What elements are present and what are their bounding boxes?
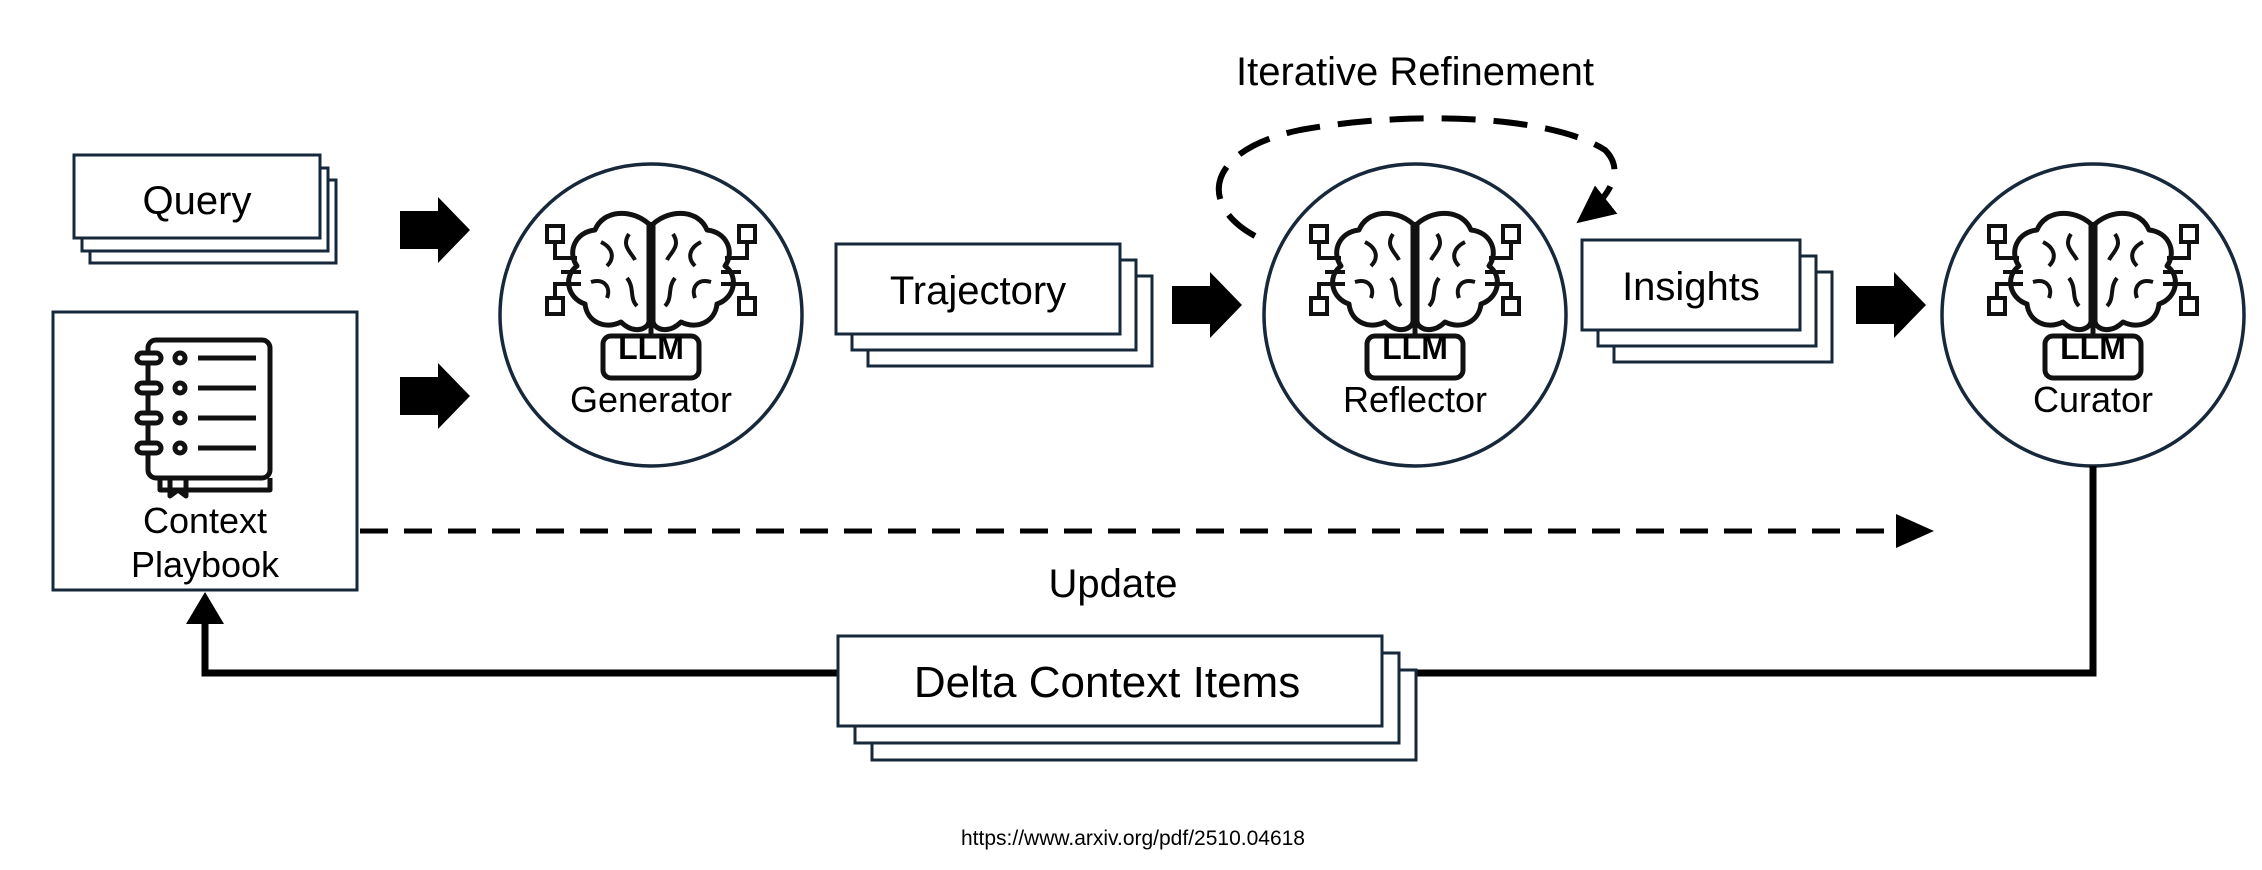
playbook-label-line1: Context [143,500,267,541]
delta-context-card-stack: Delta Context Items [836,634,1418,762]
trajectory-label: Trajectory [890,269,1066,313]
generator-llm-badge: LLM [618,330,684,366]
update-label: Update [1049,562,1178,606]
generator-node: LLM Generator [498,162,804,468]
curator-node: LLM Curator [1940,162,2246,468]
reflector-label: Reflector [1343,379,1487,420]
insights-label: Insights [1622,265,1760,309]
delta-context-label: Delta Context Items [914,658,1300,707]
trajectory-card-stack: Trajectory [834,242,1154,368]
feedback-path [186,466,2097,677]
reflector-node: LLM Reflector [1262,162,1568,468]
context-playbook-box: Context Playbook [51,310,359,592]
update-arrow [360,514,1934,548]
iterative-refinement-loop [1215,115,1618,239]
curator-llm-badge: LLM [2060,330,2126,366]
arrow-playbook-to-generator [400,363,470,429]
playbook-label-line2: Playbook [131,544,280,585]
arrow-insights-to-curator [1856,272,1926,338]
iterative-refinement-title: Iterative Refinement [1236,50,1594,94]
query-label: Query [143,179,252,223]
notebook-icon [134,337,273,499]
generator-label: Generator [570,379,732,420]
arrow-query-to-generator [400,197,470,263]
source-url: https://www.arxiv.org/pdf/2510.04618 [961,827,1305,850]
insights-card-stack: Insights [1580,238,1834,364]
reflector-llm-badge: LLM [1382,330,1448,366]
arrow-trajectory-to-reflector [1172,272,1242,338]
curator-label: Curator [2033,379,2153,420]
query-card-stack: Query [72,153,338,265]
